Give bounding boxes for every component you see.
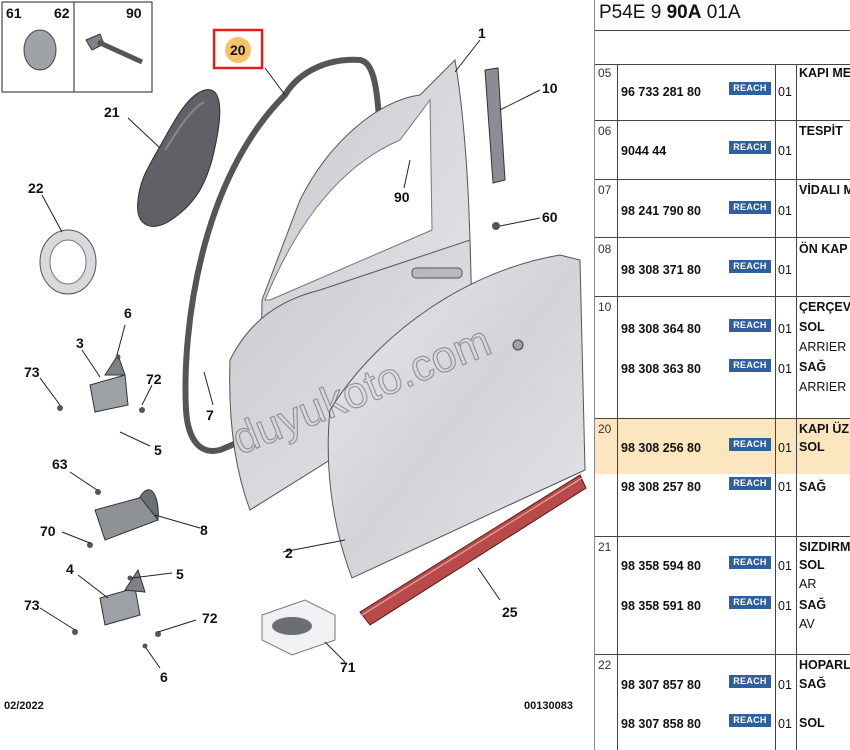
callout-60: 60 [542, 209, 558, 225]
reach-badge: REACH [729, 675, 771, 688]
diagram-date: 02/2022 [4, 700, 44, 712]
callout-62: 62 [54, 5, 70, 21]
title-suffix: 01A [706, 2, 741, 23]
plug-61-62-icon [23, 29, 57, 71]
reach-badge: REACH [729, 359, 771, 372]
callout-22: 22 [28, 180, 44, 196]
reach-badge: REACH [729, 477, 771, 490]
title-prefix: P54E 9 [599, 2, 662, 23]
callout-72-bottom: 72 [202, 610, 218, 626]
callout-90-inset: 90 [126, 5, 142, 21]
highlighted-row-bg [595, 418, 850, 474]
callout-21: 21 [104, 104, 120, 120]
callout-20: 20 [230, 42, 246, 58]
exploded-parts-diagram: 61 62 90 1 10 21 22 90 60 6 3 73 72 7 5 … [1, 1, 587, 712]
callout-5-bottom: 5 [176, 566, 184, 582]
reach-badge: REACH [729, 438, 771, 451]
callout-90: 90 [394, 189, 410, 205]
callout-73-top: 73 [24, 364, 40, 380]
reach-badge: REACH [729, 260, 771, 273]
callout-8: 8 [200, 522, 208, 538]
reach-badge: REACH [729, 201, 771, 214]
hinge-3-part [89, 353, 129, 413]
reach-badge: REACH [729, 82, 771, 95]
trim-10-part [484, 67, 506, 184]
panel-title: P54E 9 90A 01A [599, 2, 741, 24]
leader-lines [39, 39, 541, 669]
callout-3: 3 [76, 335, 84, 351]
reach-badge: REACH [729, 714, 771, 727]
callout-63: 71 [340, 659, 356, 675]
parts-table-panel: P54E 9 90A 01A 05 KAPI ME 96 733 281 80 … [594, 0, 850, 750]
callout-4: 4 [66, 561, 74, 577]
rivet-90-icon [85, 33, 144, 65]
speaker-ring-22-part [39, 229, 97, 295]
reach-badge: REACH [729, 556, 771, 569]
part-63-box [261, 599, 336, 656]
callout-2: 2 [285, 545, 293, 561]
molding-25-part [359, 474, 587, 626]
callout-6-bottom: 6 [160, 669, 168, 685]
callout-25: 25 [502, 604, 518, 620]
reach-badge: REACH [729, 141, 771, 154]
reach-badge: REACH [729, 319, 771, 332]
callout-5-top: 5 [154, 442, 162, 458]
callout-70: 63 [52, 456, 68, 472]
door-skin-2-part [327, 254, 586, 579]
seal-21-part [137, 89, 221, 227]
callout-71: 70 [40, 523, 56, 539]
callout-61: 61 [6, 5, 22, 21]
fasteners [57, 222, 500, 649]
callout-73-bottom: 73 [24, 597, 40, 613]
callout-72-top: 72 [146, 371, 162, 387]
door-handle-part [411, 267, 463, 279]
callout-labels: 61 62 90 1 10 21 22 90 60 6 3 73 72 7 5 … [6, 5, 558, 685]
diagram-canvas: 61 62 90 1 10 21 22 90 60 6 3 73 72 7 5 … [1, 1, 587, 712]
callout-6-top: 6 [124, 305, 132, 321]
reach-badge: REACH [729, 596, 771, 609]
diagram-code: 00130083 [524, 700, 573, 712]
inset-box [1, 1, 153, 93]
title-bold: 90A [666, 2, 702, 23]
callout-7: 7 [206, 407, 214, 423]
callout-1: 1 [478, 25, 486, 41]
callout-20-highlight[interactable]: 20 [212, 28, 264, 70]
callout-10: 10 [542, 80, 558, 96]
check-strap-8-part [94, 489, 159, 541]
